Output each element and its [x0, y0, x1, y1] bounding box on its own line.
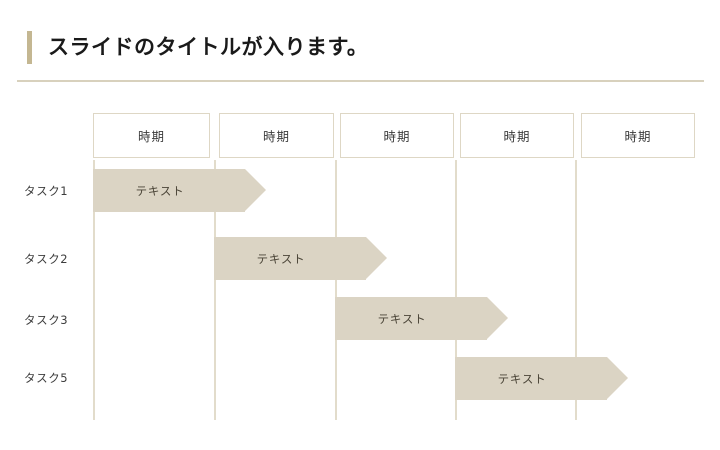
column-header-label-1: 時期 — [137, 129, 165, 144]
gantt-bar-task-2[interactable]: テキスト — [214, 237, 387, 280]
gantt-bar-label-task-1: テキスト — [135, 183, 185, 198]
column-header-label-5: 時期 — [624, 129, 652, 144]
row-label-task-5: タスク5 — [24, 371, 69, 385]
title-divider — [17, 80, 704, 82]
page-title: スライドのタイトルが入ります。 — [48, 35, 369, 59]
row-label-task-2: タスク2 — [24, 252, 69, 266]
gantt-bar-label-task-2: テキスト — [256, 251, 306, 266]
row-label-task-1: タスク1 — [24, 184, 69, 198]
gantt-bar-task-5[interactable]: テキスト — [455, 357, 628, 400]
column-header-4: 時期 — [460, 113, 574, 158]
column-header-3: 時期 — [340, 113, 454, 158]
gridline-4 — [455, 160, 457, 420]
gantt-bar-task-1[interactable]: テキスト — [93, 169, 266, 212]
arrow-head-icon — [607, 357, 628, 399]
column-header-label-3: 時期 — [383, 129, 411, 144]
gridline-3 — [335, 160, 337, 420]
column-header-label-2: 時期 — [262, 129, 290, 144]
column-header-2: 時期 — [219, 113, 334, 158]
slide-title-row: スライドのタイトルが入ります。 — [27, 31, 368, 64]
column-header-label-4: 時期 — [503, 129, 531, 144]
gridline-1 — [93, 160, 95, 420]
row-label-task-3: タスク3 — [24, 313, 69, 327]
title-accent-bar — [27, 31, 32, 64]
column-header-1: 時期 — [93, 113, 210, 158]
arrow-head-icon — [245, 169, 266, 211]
arrow-head-icon — [366, 237, 387, 279]
gridline-2 — [214, 160, 216, 420]
gridline-5 — [575, 160, 577, 420]
gantt-bar-label-task-5: テキスト — [497, 371, 547, 386]
column-header-5: 時期 — [581, 113, 695, 158]
arrow-head-icon — [487, 297, 508, 339]
gantt-bar-label-task-3: テキスト — [377, 311, 427, 326]
gantt-bar-task-3[interactable]: テキスト — [335, 297, 508, 340]
